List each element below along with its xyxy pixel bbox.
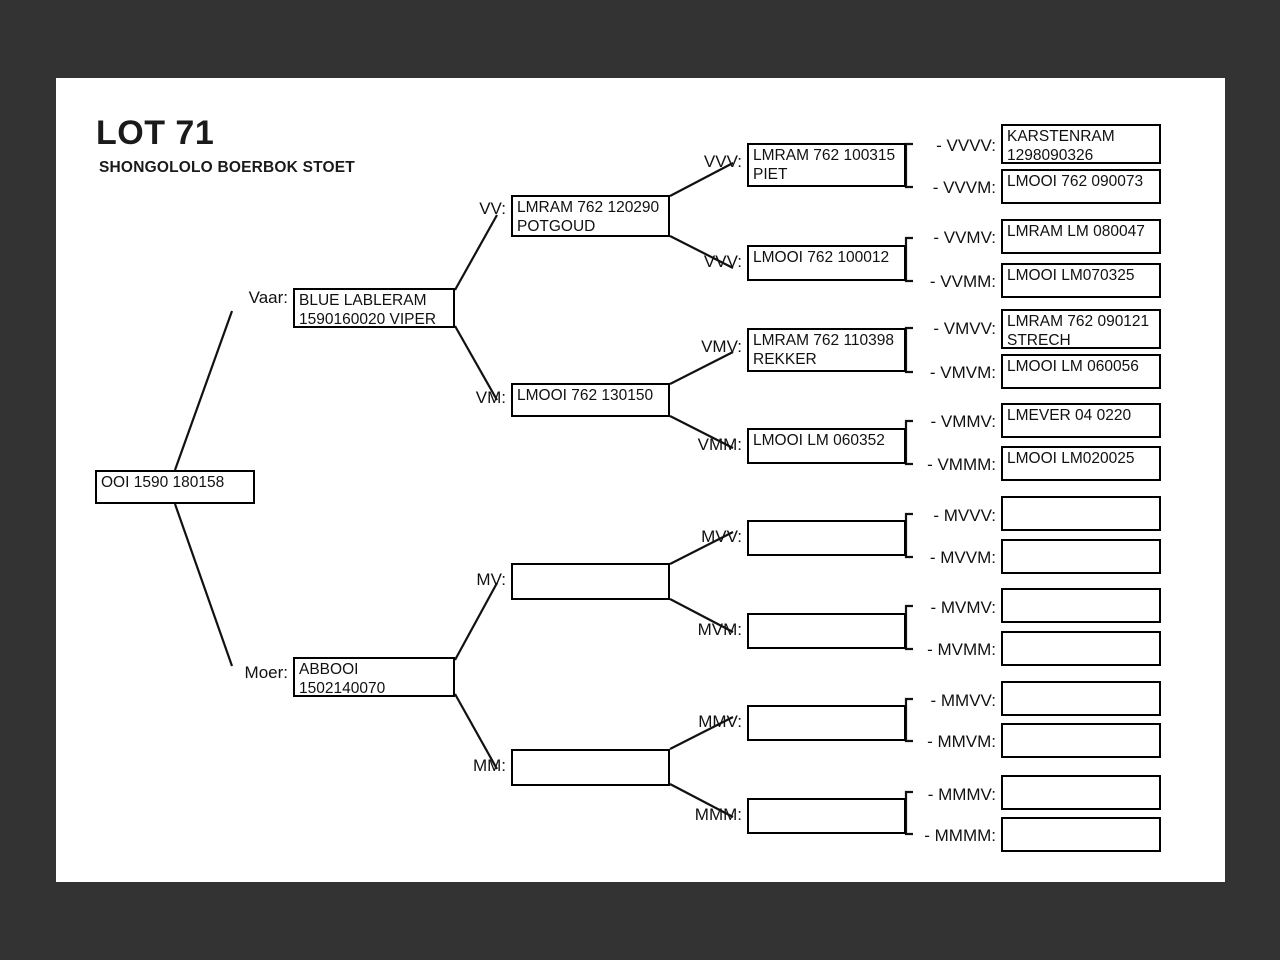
pedigree-label-mvvv: - MVVV: <box>933 506 996 525</box>
pedigree-box-vmmm[interactable]: LMOOI LM020025 <box>1001 446 1161 481</box>
pedigree-label-mvvm: - MVVM: <box>929 548 996 567</box>
pedigree-label-vaar: Vaar: <box>248 288 288 307</box>
pedigree-box-mvmv[interactable] <box>1001 588 1161 623</box>
pedigree-label-mmmv: - MMMV: <box>927 785 996 804</box>
pedigree-label-vmm: VMM: <box>697 435 742 454</box>
pedigree-box-mvm[interactable] <box>747 613 906 649</box>
pedigree-label-vvvv: - VVVV: <box>936 136 996 155</box>
pedigree-box-mvvv[interactable] <box>1001 496 1161 531</box>
pedigree-box-mmvv[interactable] <box>1001 681 1161 716</box>
pedigree-box-vmvv[interactable]: LMRAM 762 090121 STRECH <box>1001 309 1161 349</box>
pedigree-label-mvm: MVM: <box>697 620 742 639</box>
pedigree-box-vmm[interactable]: LMOOI LM 060352 <box>747 428 906 464</box>
pedigree-label-vvm: VVV: <box>703 252 742 271</box>
pedigree-box-vmv[interactable]: LMRAM 762 110398 REKKER <box>747 328 906 372</box>
pedigree-box-vvmv[interactable]: LMRAM LM 080047 <box>1001 219 1161 254</box>
pedigree-label-vmv: VMV: <box>701 337 742 356</box>
pedigree-label-vvv: VVV: <box>703 152 742 171</box>
pedigree-label-mvmv: - MVMV: <box>930 598 996 617</box>
pedigree-box-mmv[interactable] <box>747 705 906 741</box>
pedigree-box-vaar[interactable]: BLUE LABLERAM 1590160020 VIPER <box>293 288 455 328</box>
pedigree-box-root[interactable]: OOI 1590 180158 <box>95 470 255 504</box>
pedigree-box-mmvm[interactable] <box>1001 723 1161 758</box>
stud-name: SHONGOLOLO BOERBOK STOET <box>99 159 355 176</box>
pedigree-box-vmvm[interactable]: LMOOI LM 060056 <box>1001 354 1161 389</box>
pedigree-label-vmmm: - VMMM: <box>927 455 996 474</box>
pedigree-label-vm: VM: <box>475 388 506 407</box>
pedigree-label-vmmv: - VMMV: <box>930 412 996 431</box>
pedigree-label-mmv: MMV: <box>698 712 742 731</box>
pedigree-box-mvv[interactable] <box>747 520 906 556</box>
pedigree-label-mv: MV: <box>476 570 506 589</box>
pedigree-label-mmm: MMM: <box>694 805 742 824</box>
pedigree-box-vvvm[interactable]: LMOOI 762 090073 <box>1001 169 1161 204</box>
pedigree-label-mm: MM: <box>472 756 506 775</box>
pedigree-box-vm[interactable]: LMOOI 762 130150 <box>511 383 670 417</box>
pedigree-label-vv: VV: <box>479 199 506 218</box>
pedigree-box-vvmm[interactable]: LMOOI LM070325 <box>1001 263 1161 298</box>
pedigree-box-mm[interactable] <box>511 749 670 786</box>
pedigree-label-moer: Moer: <box>244 663 288 682</box>
pedigree-box-vv[interactable]: LMRAM 762 120290 POTGOUD <box>511 195 670 237</box>
pedigree-label-mmvv: - MMVV: <box>930 691 996 710</box>
pedigree-box-vmmv[interactable]: LMEVER 04 0220 <box>1001 403 1161 438</box>
pedigree-box-vvv[interactable]: LMRAM 762 100315 PIET <box>747 143 906 187</box>
pedigree-box-mv[interactable] <box>511 563 670 600</box>
pedigree-label-vmvm: - VMVM: <box>929 363 996 382</box>
pedigree-box-mmm[interactable] <box>747 798 906 834</box>
pedigree-label-vvmm: - VVMM: <box>929 272 996 291</box>
pedigree-box-mmmv[interactable] <box>1001 775 1161 810</box>
pedigree-box-mmmm[interactable] <box>1001 817 1161 852</box>
pedigree-box-mvmm[interactable] <box>1001 631 1161 666</box>
pedigree-box-mvvm[interactable] <box>1001 539 1161 574</box>
pedigree-box-vvm[interactable]: LMOOI 762 100012 <box>747 245 906 281</box>
pedigree-box-vvvv[interactable]: KARSTENRAM 1298090326 <box>1001 124 1161 164</box>
pedigree-label-mvmm: - MVMM: <box>927 640 996 659</box>
pedigree-label-mmmm: - MMMM: <box>924 826 996 845</box>
pedigree-label-vvmv: - VVMV: <box>933 228 996 247</box>
pedigree-label-vmvv: - VMVV: <box>933 319 996 338</box>
pedigree-label-vvvm: - VVVM: <box>932 178 996 197</box>
pedigree-label-mmvm: - MMVM: <box>927 732 996 751</box>
pedigree-label-mvv: MVV: <box>701 527 742 546</box>
page-title: LOT 71 <box>96 114 215 152</box>
pedigree-box-moer[interactable]: ABBOOI 1502140070 <box>293 657 455 697</box>
